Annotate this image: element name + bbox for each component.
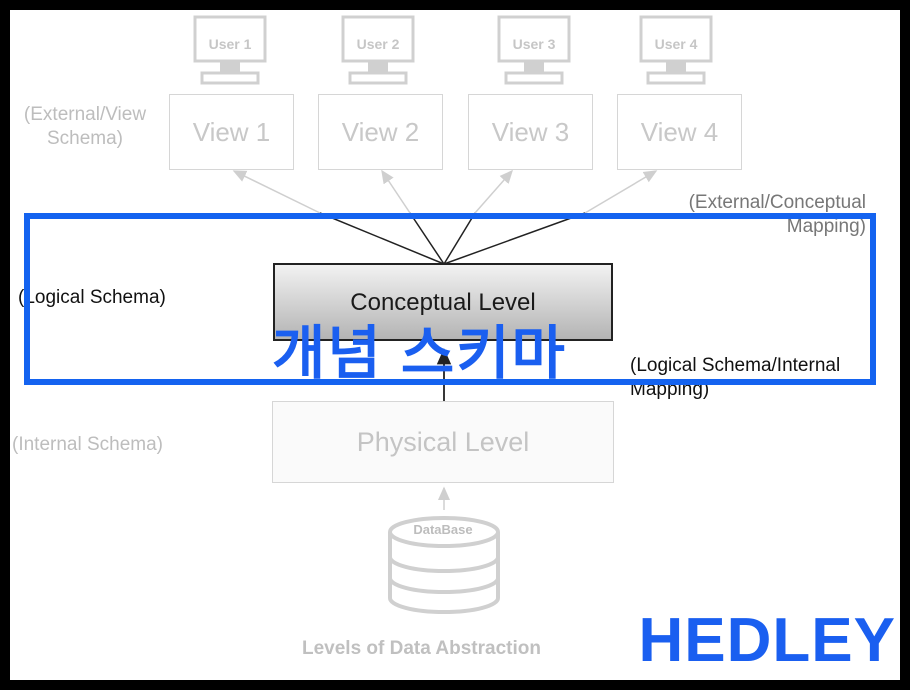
user-label-3: User 3 bbox=[512, 36, 556, 52]
brand-watermark: HEDLEY bbox=[638, 606, 896, 675]
arrow-view1 bbox=[232, 170, 321, 214]
physical-level-label: Physical Level bbox=[356, 426, 530, 457]
database-icon bbox=[388, 516, 500, 614]
arrow-view2 bbox=[381, 169, 411, 214]
overlay-korean-title: 개념 스키마 bbox=[272, 321, 567, 386]
monitor-icon-user2 bbox=[341, 15, 415, 85]
highlight-frame bbox=[24, 213, 876, 385]
physical-level-box: Physical Level bbox=[272, 401, 614, 483]
line-view2 bbox=[409, 212, 445, 265]
user-label-1: User 1 bbox=[208, 36, 252, 52]
conceptual-level-box: Conceptual Level bbox=[273, 263, 613, 341]
connectors bbox=[232, 169, 658, 510]
internal-schema-label: (Internal Schema) bbox=[12, 434, 164, 455]
view-box-4: View 4 bbox=[617, 94, 742, 170]
monitor-icon-user3 bbox=[497, 15, 571, 85]
line-view1 bbox=[319, 212, 445, 265]
diagram-caption: Levels of Data Abstraction bbox=[302, 638, 541, 659]
external-conceptual-mapping-label: (External/Conceptual Mapping) bbox=[688, 192, 866, 237]
monitor-icon-user1 bbox=[193, 15, 267, 85]
database-label: DataBase bbox=[413, 522, 473, 537]
arrow-view3 bbox=[474, 169, 513, 214]
line-view4 bbox=[443, 212, 586, 265]
arrow-view4 bbox=[584, 170, 658, 214]
external-view-schema-label: (External/View Schema) bbox=[23, 104, 147, 149]
logical-schema-label: (Logical Schema) bbox=[18, 287, 166, 308]
user-label-2: User 2 bbox=[356, 36, 400, 52]
monitor-icon-user4 bbox=[639, 15, 713, 85]
view-box-3: View 3 bbox=[468, 94, 593, 170]
user-label-4: User 4 bbox=[654, 36, 698, 52]
conceptual-level-label: Conceptual Level bbox=[350, 289, 536, 316]
view-box-1: View 1 bbox=[169, 94, 294, 170]
line-view3 bbox=[443, 212, 476, 265]
view-box-2: View 2 bbox=[318, 94, 443, 170]
diagram-canvas: User 1 User 2 User 3 User 4 View 1 View … bbox=[10, 10, 900, 680]
